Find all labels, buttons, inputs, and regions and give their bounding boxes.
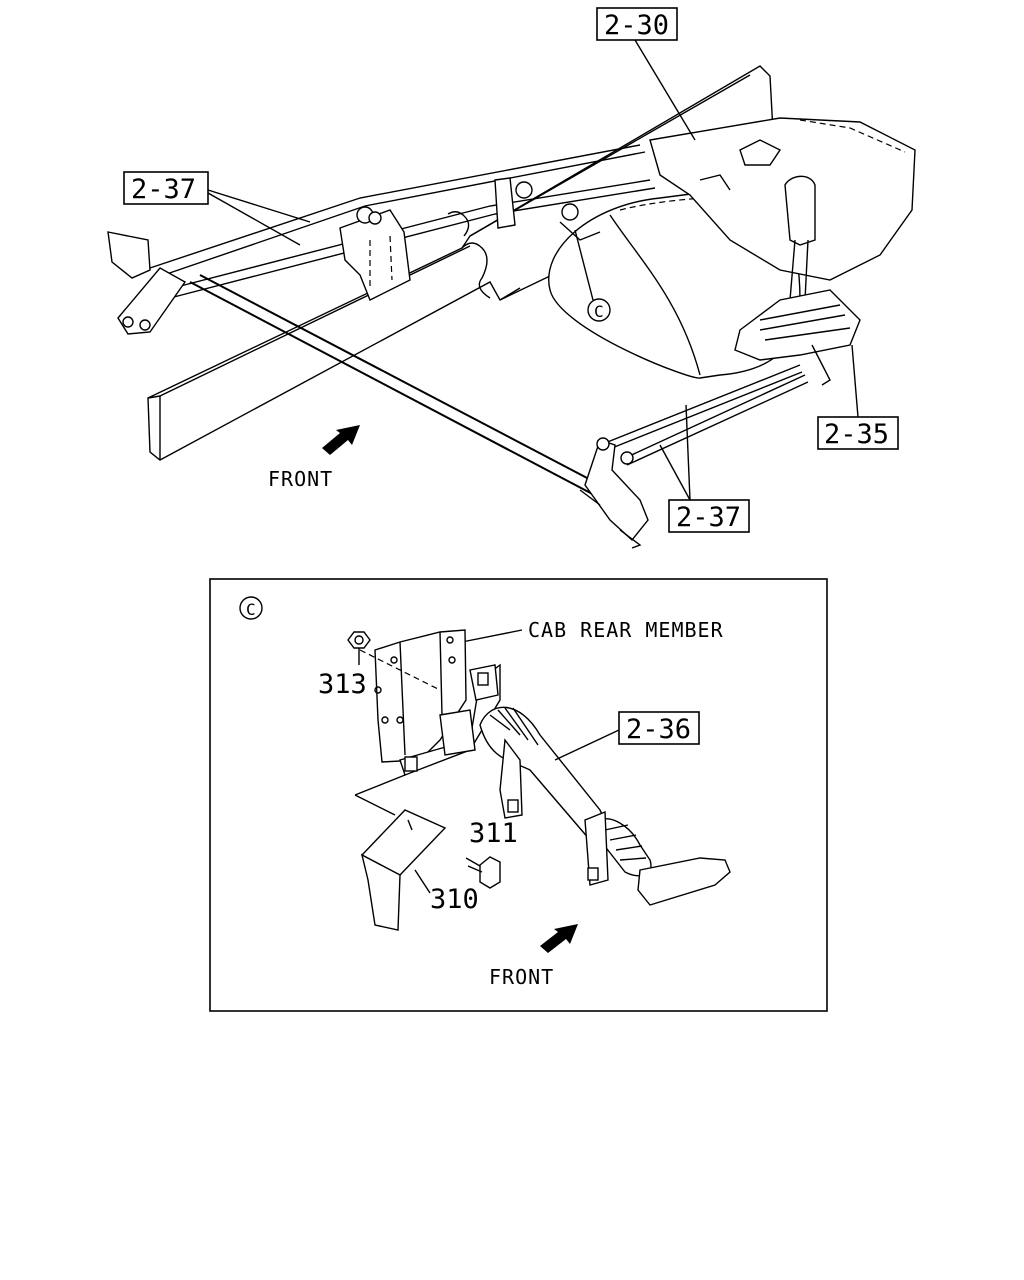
center-bracket	[494, 177, 601, 301]
bolt-311	[465, 856, 501, 889]
callout-2-36: 2-36	[554, 711, 700, 761]
svg-text:2-37: 2-37	[676, 502, 741, 533]
detail-marker-box: C	[246, 600, 256, 619]
part-313-label: 313	[318, 669, 367, 700]
callout-2-37-right: 2-37	[659, 404, 750, 533]
callout-2-35: 2-35	[817, 344, 899, 450]
part-310-leader	[414, 869, 431, 894]
svg-text:2-30: 2-30	[604, 10, 669, 41]
detail-marker-top: C	[594, 302, 604, 321]
right-bracket	[579, 437, 649, 549]
front-arrow-detail-icon	[540, 924, 578, 953]
front-arrow-icon	[322, 425, 360, 455]
left-bracket	[107, 206, 411, 335]
plate-310	[354, 774, 447, 931]
svg-text:2-36: 2-36	[626, 714, 691, 745]
part-310-label: 310	[430, 884, 479, 915]
detail-marker-circle	[587, 298, 611, 322]
frame-rail	[147, 65, 776, 461]
svg-text:2-37: 2-37	[131, 174, 196, 205]
cab-rear-member-label: CAB REAR MEMBER	[528, 618, 724, 642]
cab-rear-member-bracket	[359, 629, 501, 776]
detail-marker-box-circle	[239, 596, 263, 620]
shift-rods	[149, 144, 809, 499]
callout-2-37-left: 2-37	[123, 171, 311, 246]
nut-313	[347, 631, 371, 665]
cable-2-36	[479, 706, 731, 906]
svg-text:2-35: 2-35	[824, 419, 889, 450]
detail-c-frame	[209, 578, 828, 1012]
callout-2-30: 2-30	[596, 7, 696, 141]
transmission-housing	[548, 117, 916, 386]
front-label-detail: FRONT	[489, 965, 554, 989]
part-311-label: 311	[469, 818, 518, 849]
front-label-top: FRONT	[268, 467, 333, 491]
cab-rear-member-leader	[461, 629, 523, 643]
